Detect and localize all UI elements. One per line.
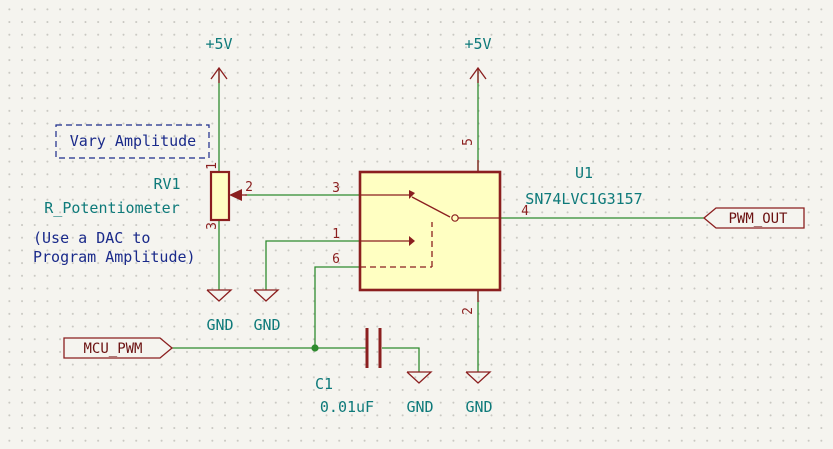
dac-note-line1: (Use a DAC to [33, 229, 150, 247]
u1-reference: U1 [575, 164, 593, 182]
wire-pin6-to-node [314, 266, 360, 348]
u1-pin-3: 3 [332, 181, 340, 196]
u1-pin-5: 5 [461, 138, 476, 146]
u1-analog-switch[interactable] [358, 160, 502, 302]
mcu-pwm-label[interactable]: MCU_PWM [63, 337, 174, 359]
vcc-symbol-u1[interactable] [469, 66, 487, 83]
vary-amplitude-note: Vary Amplitude [70, 132, 196, 150]
wire-cap-to-gnd [382, 347, 420, 372]
pwm-out-label-text: PWM_OUT [728, 211, 788, 227]
c1-value: 0.01uF [320, 398, 374, 416]
gnd-symbol-pot[interactable] [206, 289, 233, 302]
rv1-pin-top: 1 [205, 162, 220, 170]
gnd-label-u1: GND [465, 398, 492, 416]
gnd-symbol-u1[interactable] [465, 371, 492, 384]
rv1-pin-wiper: 2 [245, 180, 253, 195]
c1-reference: C1 [315, 375, 333, 393]
dac-note-line2: Program Amplitude) [33, 248, 196, 266]
gnd-label-cap: GND [406, 398, 433, 416]
vary-amplitude-note-box [55, 124, 210, 159]
gnd-label-mux-in1: GND [253, 316, 280, 334]
gnd-symbol-cap[interactable] [406, 371, 433, 384]
vcc-symbol-pot[interactable] [210, 66, 228, 83]
u1-pin-2: 2 [461, 307, 476, 315]
mcu-pwm-label-text: MCU_PWM [83, 341, 142, 357]
u1-pin-4: 4 [521, 204, 529, 219]
pwm-out-label[interactable]: PWM_OUT [702, 207, 805, 229]
capacitor-c1[interactable] [365, 328, 382, 368]
vcc-label-u1: +5V [464, 35, 491, 53]
u1-pin-1: 1 [332, 227, 340, 242]
rv1-value: R_Potentiometer [44, 199, 179, 217]
wire-pin1-to-gnd [265, 240, 360, 290]
rv1-reference: RV1 [153, 175, 180, 193]
junction-dot [311, 344, 319, 352]
rv1-pin-bottom: 3 [205, 222, 220, 230]
potentiometer-rv1[interactable] [209, 170, 247, 222]
gnd-label-pot: GND [206, 316, 233, 334]
u1-value: SN74LVC1G3157 [525, 190, 642, 208]
u1-pin-6: 6 [332, 252, 340, 267]
vcc-label-pot: +5V [205, 35, 232, 53]
gnd-symbol-mux-in1[interactable] [253, 289, 280, 302]
wires [172, 70, 704, 372]
